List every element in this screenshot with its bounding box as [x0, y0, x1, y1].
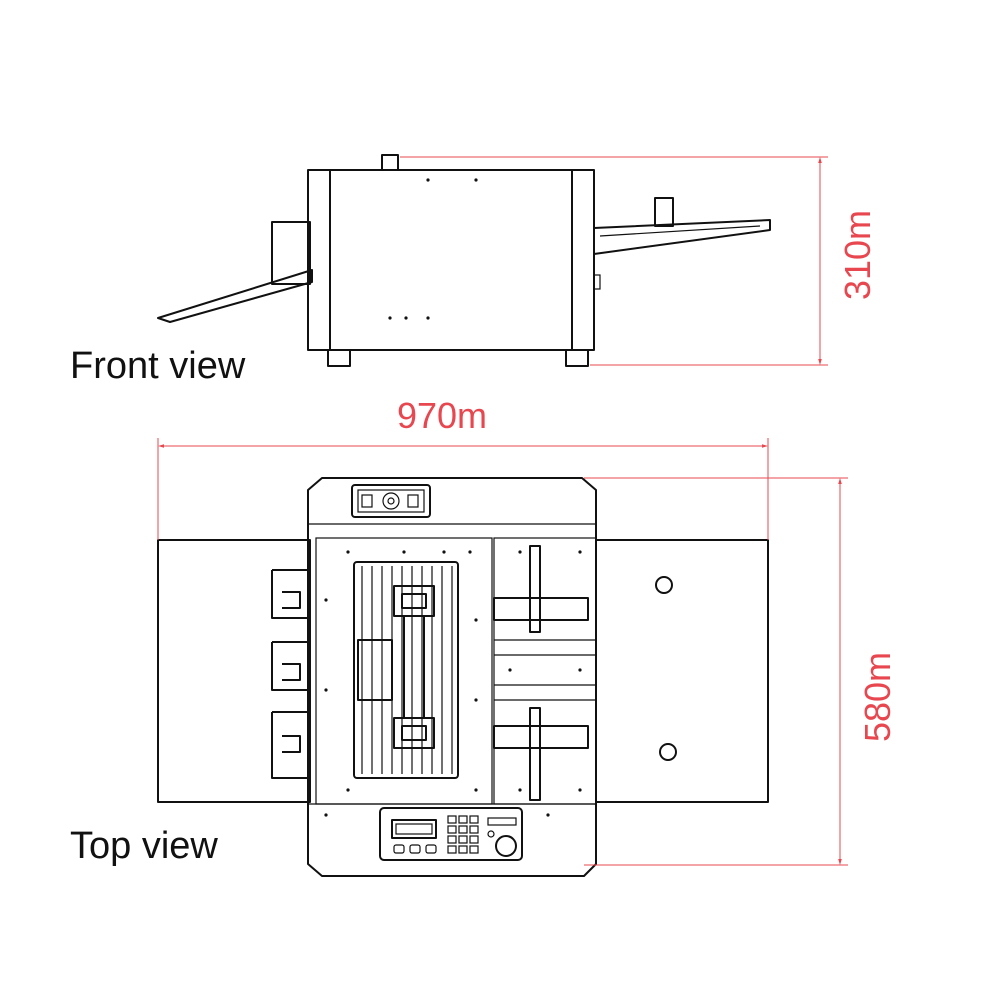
- lower-head: [393, 717, 435, 749]
- front-view-drawing: [157, 154, 771, 367]
- top-view-drawing: [157, 477, 769, 877]
- left-guide-2: [271, 641, 310, 691]
- central-deck: [315, 537, 493, 805]
- front-view-label: Front view: [70, 345, 246, 387]
- top-view-label: Top view: [70, 825, 218, 867]
- tray-hole-top: [655, 576, 673, 594]
- top-logo-plate: [351, 484, 431, 518]
- control-display: [391, 819, 437, 839]
- front-tray-post: [654, 197, 674, 227]
- top-left-tray: [157, 539, 311, 803]
- right-mechanism: [493, 537, 597, 805]
- dimension-height: [400, 156, 828, 366]
- front-main-body: [307, 169, 595, 351]
- tray-hole-bottom: [659, 743, 677, 761]
- front-left-tray: [157, 269, 313, 323]
- upper-clamp: [493, 597, 589, 621]
- depth-dimension-label: 580m: [857, 652, 898, 742]
- height-dimension-label: 310m: [837, 210, 878, 300]
- lower-clamp: [493, 725, 589, 749]
- mid-block: [357, 639, 393, 701]
- front-left-block: [271, 221, 311, 285]
- dimension-depth: [584, 477, 848, 866]
- width-dimension-label: 970m: [397, 395, 487, 436]
- front-right-tray: [593, 219, 771, 255]
- upper-head: [393, 585, 435, 617]
- dimension-width: [157, 438, 769, 540]
- front-top-knob: [381, 154, 399, 171]
- front-right-foot: [565, 349, 589, 367]
- left-guide-3: [271, 711, 310, 779]
- control-panel: [379, 807, 523, 861]
- top-outer-body: [307, 477, 597, 877]
- left-guide-1: [271, 569, 310, 619]
- front-left-foot: [327, 349, 351, 367]
- keypad: [447, 815, 479, 854]
- top-right-tray: [595, 539, 769, 803]
- feed-window: [353, 561, 459, 779]
- control-dial: [495, 835, 517, 857]
